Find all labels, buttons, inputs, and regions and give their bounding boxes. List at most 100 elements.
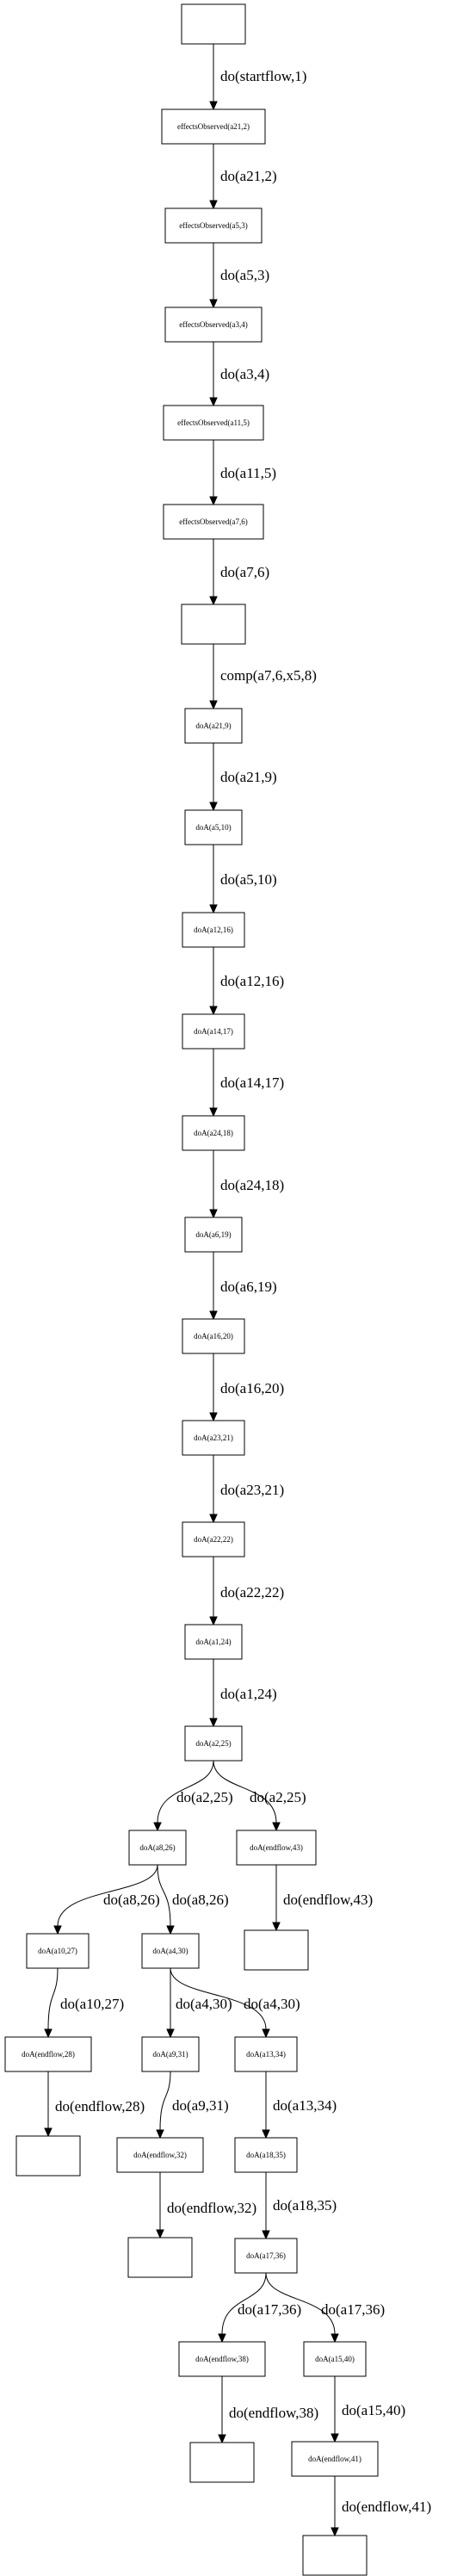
node-box bbox=[116, 2137, 204, 2173]
edge-do-a9-31: do(a9,31) bbox=[156, 2071, 229, 2139]
edge-label: do(a17,36) bbox=[321, 2301, 385, 2318]
node-box bbox=[182, 1521, 245, 1557]
node-box bbox=[164, 307, 263, 343]
node-box bbox=[164, 207, 263, 244]
arrowhead bbox=[209, 1006, 218, 1016]
node-box bbox=[236, 1830, 317, 1866]
node-box bbox=[182, 912, 245, 948]
edge-do-a6-19: do(a6,19) bbox=[209, 1252, 277, 1321]
node-label: doA(a23,21) bbox=[194, 1434, 233, 1442]
edge-label: do(a10,27) bbox=[60, 1996, 124, 2012]
node-label: doA(a12,16) bbox=[194, 926, 233, 934]
edge-label: do(a4,30) bbox=[176, 1996, 232, 2012]
edge-do-endflow-28: do(endflow,28) bbox=[44, 2071, 145, 2138]
node-label: doA(endflow,43) bbox=[250, 1843, 303, 1852]
empty-node bbox=[15, 2135, 81, 2177]
node-box bbox=[302, 2535, 368, 2576]
edge-do-a3-4: do(a3,4) bbox=[209, 342, 269, 407]
node-doa-a5-10: doA(a5,10) bbox=[184, 809, 243, 845]
arrowhead bbox=[218, 2333, 226, 2344]
empty-node bbox=[302, 2535, 368, 2576]
node-doa-endflow-43: doA(endflow,43) bbox=[236, 1830, 317, 1866]
node-doa-endflow-28: doA(endflow,28) bbox=[4, 2036, 92, 2072]
edge-label: do(a21,2) bbox=[220, 168, 277, 184]
edge-label: do(a16,20) bbox=[220, 1380, 284, 1396]
node-label: doA(a4,30) bbox=[152, 1947, 188, 1955]
arrowhead bbox=[209, 596, 218, 606]
node-doa-a22-22: doA(a22,22) bbox=[182, 1521, 245, 1557]
edge-label: do(a1,24) bbox=[220, 1686, 277, 1702]
edge-do-a18-35: do(a18,35) bbox=[262, 2172, 337, 2240]
edge-do-a7-6: do(a7,6) bbox=[209, 539, 269, 606]
node-label: doA(a24,18) bbox=[194, 1129, 233, 1137]
node-label: doA(a1,24) bbox=[195, 1638, 231, 1646]
edge-line bbox=[157, 1864, 171, 1927]
arrowhead bbox=[272, 1822, 281, 1832]
edge-label: do(a24,18) bbox=[220, 1177, 284, 1193]
arrowhead bbox=[209, 397, 218, 407]
node-label: doA(a18,35) bbox=[246, 2151, 286, 2159]
node-doa-a9-31: doA(a9,31) bbox=[141, 2036, 200, 2072]
edge-line bbox=[159, 2071, 171, 2131]
node-effectsobserved-a7-6: effectsObserved(a7,6) bbox=[163, 504, 264, 540]
edge-label: do(a9,31) bbox=[172, 2097, 229, 2114]
arrowhead bbox=[209, 1412, 218, 1422]
arrowhead bbox=[209, 904, 218, 914]
node-effectsobserved-a21-2: effectsObserved(a21,2) bbox=[161, 108, 266, 145]
edge-line bbox=[157, 1760, 214, 1824]
arrowhead bbox=[44, 2127, 53, 2138]
edge-do-a14-17: do(a14,17) bbox=[209, 1049, 284, 1118]
edge-comp-a7-6-x5-8: comp(a7,6,x5,8) bbox=[209, 644, 317, 710]
edge-label: do(a23,21) bbox=[220, 1482, 284, 1498]
edge-do-a17-36: do(a17,36) bbox=[265, 2272, 385, 2344]
edge-label: do(a17,36) bbox=[238, 2301, 301, 2318]
nodes-layer: effectsObserved(a21,2) effectsObserved(a5… bbox=[4, 3, 379, 2576]
node-label: doA(a16,20) bbox=[194, 1332, 233, 1341]
node-box bbox=[127, 2237, 193, 2278]
edge-label: do(a8,26) bbox=[172, 1892, 229, 1908]
node-box bbox=[184, 708, 243, 744]
edge-do-a4-30: do(a4,30) bbox=[166, 1968, 232, 2039]
edges-layer: do(startflow,1)do(a21,2)do(a5,3)do(a3,4)… bbox=[44, 44, 431, 2537]
edge-label: do(a6,19) bbox=[220, 1279, 277, 1295]
node-doa-a6-19: doA(a6,19) bbox=[184, 1217, 243, 1253]
edge-do-a23-21: do(a23,21) bbox=[209, 1455, 284, 1524]
node-doa-endflow-38: doA(endflow,38) bbox=[178, 2341, 266, 2377]
node-box bbox=[184, 809, 243, 845]
node-label: effectsObserved(a21,2) bbox=[177, 122, 250, 131]
edge-label: do(a2,25) bbox=[250, 1789, 306, 1805]
edge-do-startflow-1: do(startflow,1) bbox=[209, 44, 306, 111]
node-label: doA(a6,19) bbox=[195, 1230, 231, 1239]
edge-do-a8-26: do(a8,26) bbox=[157, 1864, 229, 1935]
node-label: effectsObserved(a5,3) bbox=[179, 221, 248, 230]
arrowhead bbox=[262, 2129, 270, 2139]
node-doa-a16-20: doA(a16,20) bbox=[182, 1318, 245, 1354]
edge-do-a10-27: do(a10,27) bbox=[44, 1967, 124, 2039]
edge-line bbox=[57, 1864, 158, 1927]
node-box bbox=[161, 108, 266, 145]
node-label: doA(endflow,32) bbox=[133, 2151, 187, 2159]
node-doa-a1-24: doA(a1,24) bbox=[184, 1624, 243, 1660]
arrowhead bbox=[166, 1925, 175, 1935]
edge-label: do(a13,34) bbox=[273, 2097, 337, 2114]
arrowhead bbox=[209, 299, 218, 309]
node-label: doA(endflow,38) bbox=[195, 2355, 249, 2363]
node-doa-a4-30: doA(a4,30) bbox=[141, 1933, 200, 1969]
node-box bbox=[163, 405, 264, 441]
node-label: doA(a10,27) bbox=[38, 1947, 77, 1955]
edge-line bbox=[265, 2272, 336, 2335]
node-box bbox=[141, 2036, 200, 2072]
edge-label: do(a15,40) bbox=[342, 2402, 405, 2418]
edge-do-a11-5: do(a11,5) bbox=[209, 440, 276, 506]
arrowhead bbox=[53, 1925, 62, 1935]
node-doa-a10-27: doA(a10,27) bbox=[26, 1933, 90, 1969]
arrowhead bbox=[209, 1718, 218, 1728]
edge-label: do(a5,10) bbox=[220, 871, 277, 888]
node-label: doA(a13,34) bbox=[246, 2050, 286, 2059]
edge-do-endflow-38: do(endflow,38) bbox=[218, 2376, 318, 2444]
node-label: doA(a21,9) bbox=[195, 721, 231, 730]
node-doa-endflow-32: doA(endflow,32) bbox=[116, 2137, 204, 2173]
edge-do-a17-36: do(a17,36) bbox=[218, 2272, 301, 2344]
arrowhead bbox=[209, 1514, 218, 1524]
